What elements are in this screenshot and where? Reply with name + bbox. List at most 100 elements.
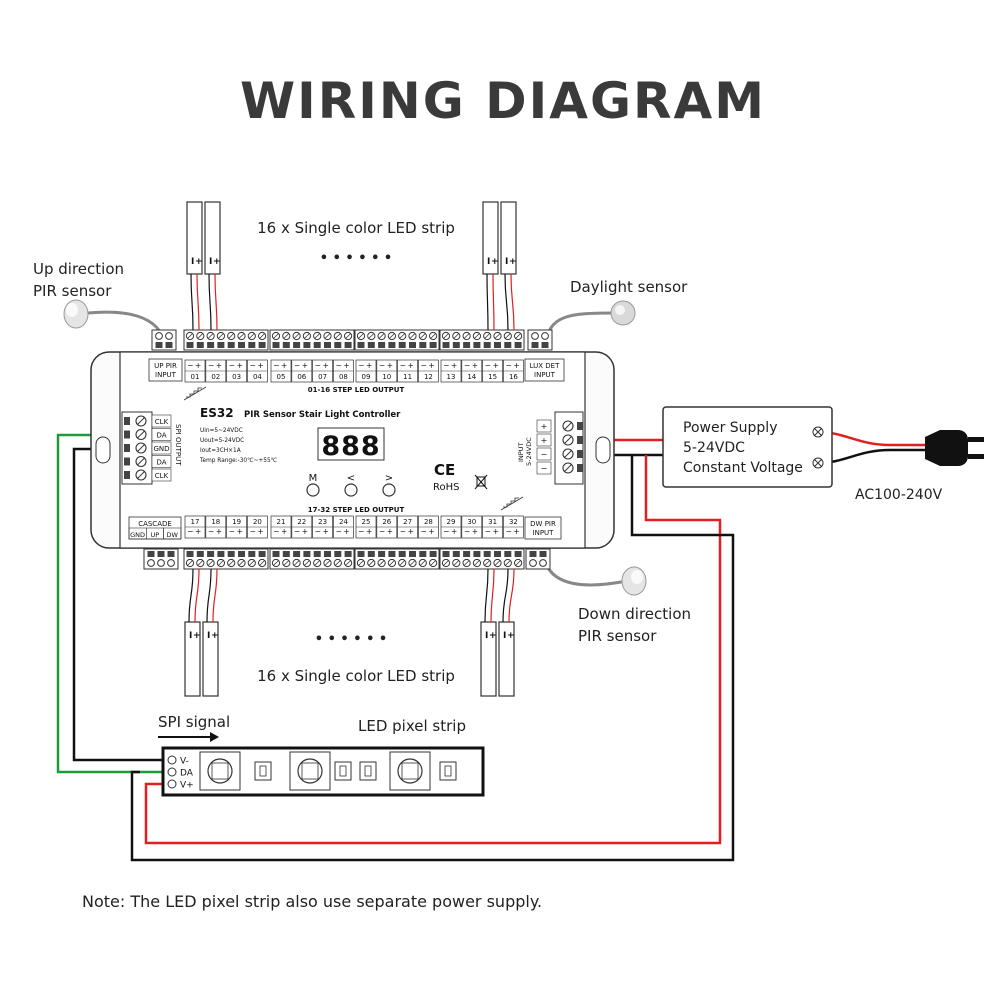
terminal-clamp [514,342,522,348]
cascade-label: CASCADE [138,520,172,528]
right-button[interactable] [382,483,396,497]
terminal-block [269,548,355,570]
channel-number: 15 [488,373,497,381]
channel-polarity: −+ [229,361,245,370]
spi-pin-box [151,428,172,441]
ps-terminal-l [812,426,824,438]
cascade-pin-label: GND [130,531,145,539]
model-label: ES32 [200,406,234,420]
strip-polarity-plus: + [507,631,515,641]
channel-number: 31 [488,518,497,526]
left-button[interactable] [344,483,358,497]
terminal-clamp [258,342,266,348]
pixel-pin-label: V- [180,757,189,767]
channel-polarity: −+ [485,361,501,370]
mode-button[interactable] [306,483,320,497]
terminal-screw-slot [409,560,416,566]
strip-wire-red [194,568,200,623]
weee-bin-icon [474,474,488,490]
terminal-clamp [334,551,342,557]
terminal-clamp [367,342,375,348]
spi-pin-label: CLK [155,472,169,480]
terminal-clamp [514,551,522,557]
terminal-clamp [398,551,406,557]
terminal-screw-slot [207,560,214,566]
terminal-clamp [463,551,471,557]
terminal-screw-slot [389,333,395,339]
spi-clamp [124,457,130,466]
mount-slot [595,436,611,464]
top-output-label: 01-16 STEP LED OUTPUT [308,386,405,394]
terminal-clamp [357,551,365,557]
strip-wire-black [486,273,489,331]
spi-screw-slot [137,471,145,479]
terminal-screw-slot [283,333,289,339]
channel-polarity: −+ [443,361,459,370]
input-pin-box [536,447,552,461]
terminal-clamp [165,342,173,348]
input-pin-label: + [541,422,548,431]
strip-wire-red [510,273,515,331]
terminal-clamp [388,342,396,348]
spi-screw-slot [137,417,145,425]
terminal-clamp [227,342,235,348]
terminal-clamp [531,342,539,348]
terminal-screw [541,332,549,340]
channel-number: 05 [277,373,286,381]
terminal-clamp [313,551,321,557]
input-pin-label: − [541,450,548,459]
dw-pir-label-line1: DW PIR [530,520,556,528]
strip-polarity-plus: + [491,257,499,267]
stair-icon [500,496,524,511]
terminal-screw-slot [187,560,193,566]
channel-polarity: −+ [421,361,437,370]
spec-line: Iout=3CH×1A [200,448,241,454]
strip-polarity-plus: + [213,257,221,267]
terminal-screw-slot [314,333,320,339]
channel-number: 29 [447,518,456,526]
input-screw-slot [564,422,572,430]
terminal-screw-slot [474,560,480,566]
pixel-pin-label: V+ [180,781,194,791]
channel-number: 23 [318,518,327,526]
terminal-clamp [167,551,175,557]
spi-screw-slot [137,457,145,466]
spi-pin-label: DA [156,432,166,440]
strip-polarity-plus: + [509,257,517,267]
terminal-screw-slot [515,560,521,566]
channel-polarity: −+ [464,361,480,370]
terminal-clamp [429,342,437,348]
channel-polarity: −+ [358,361,374,370]
top-channel-labels: −+01−+02−+03−+04−+05−+06−+07−+08−+09−+10… [184,359,524,383]
strip-polarity-minus: I [485,631,488,641]
bottom-terminal-blocks [143,548,551,570]
channel-number: 08 [339,373,348,381]
input-screw-slot [564,436,572,444]
led-display [317,427,385,461]
channel-polarity: −+ [506,527,522,536]
terminal-clamp [483,551,491,557]
down-pir-label-1: Down direction [578,605,691,623]
spi-clamp [124,444,130,452]
terminal-screw-slot [273,560,279,566]
page-title: WIRING DIAGRAM [240,72,766,130]
spi-screw-slot [137,444,145,452]
terminal-clamp [442,551,450,557]
strip-polarity-minus: I [209,257,212,267]
mount-slot [95,436,111,464]
channel-polarity: −+ [315,527,331,536]
strip-wire-black [484,568,489,623]
channel-number: 09 [362,373,371,381]
terminal-screw-slot [238,560,245,566]
channel-number: 30 [467,518,476,526]
terminal-clamp [504,551,512,557]
es32-controller: UP PIR INPUT LUX DET INPUT −+01−+02−+03−… [90,329,615,570]
terminal-clamp [313,342,321,348]
terminal-clamp [409,551,416,557]
terminal-clamp [494,342,501,348]
pixel-led-die [211,762,229,780]
input-label-line1: INPUT [517,443,525,462]
channel-polarity: −+ [336,361,352,370]
button-right-label: > [385,473,393,484]
